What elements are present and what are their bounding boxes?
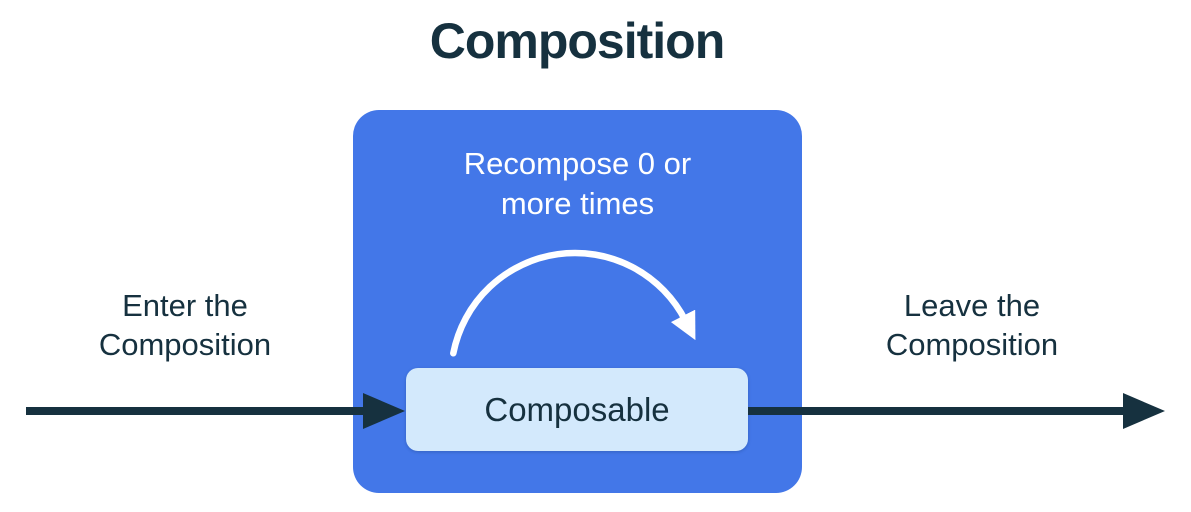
enter-arrow-icon (26, 393, 405, 429)
composable-box: Composable (406, 368, 748, 451)
leave-composition-label-line2: Composition (885, 327, 1059, 362)
leave-arrow-icon (748, 393, 1165, 429)
leave-composition-label: Leave the Composition (822, 286, 1122, 364)
recompose-label: Recompose 0 or more times (353, 144, 802, 224)
enter-composition-label-line1: Enter the (122, 288, 248, 323)
leave-composition-label-line1: Leave the (903, 288, 1041, 323)
composable-label: Composable (484, 390, 670, 428)
enter-composition-label-line2: Composition (98, 327, 272, 362)
recompose-label-line2: more times (500, 186, 655, 221)
enter-composition-label: Enter the Composition (35, 286, 335, 364)
diagram-title: Composition (429, 13, 726, 69)
recompose-label-line1: Recompose 0 or (463, 146, 692, 181)
